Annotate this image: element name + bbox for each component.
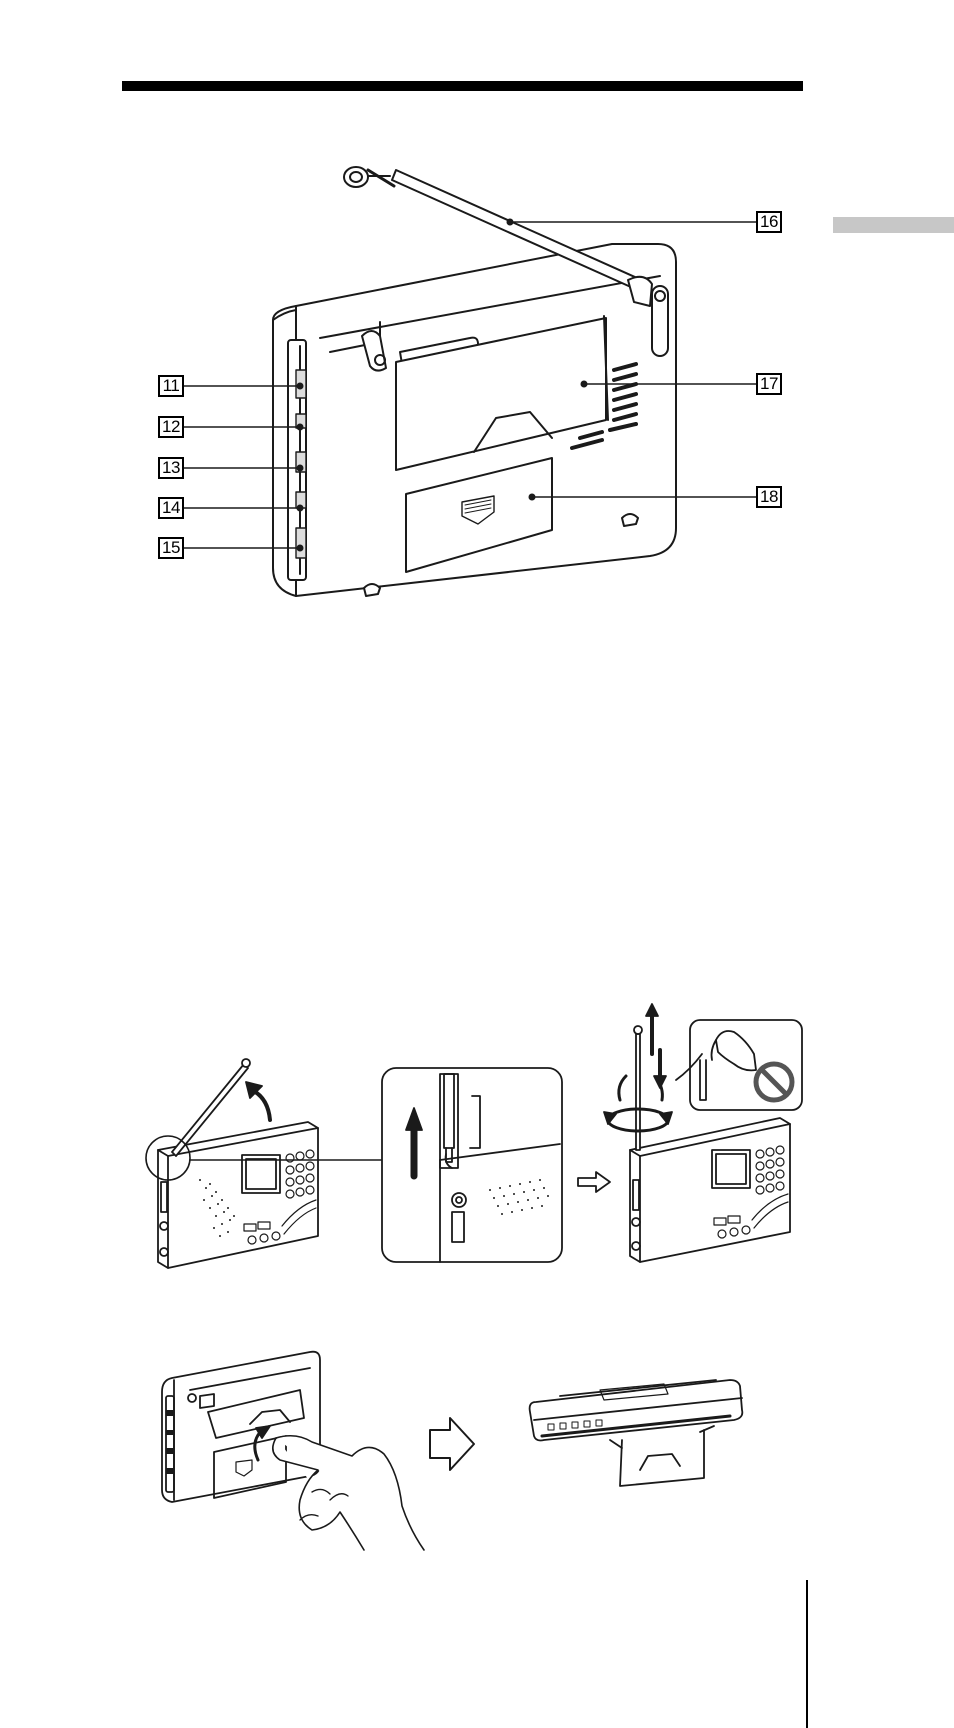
page-edge-rule [806, 1580, 808, 1728]
arrow-right-icon [430, 1418, 474, 1470]
hand-icon [276, 1436, 424, 1550]
